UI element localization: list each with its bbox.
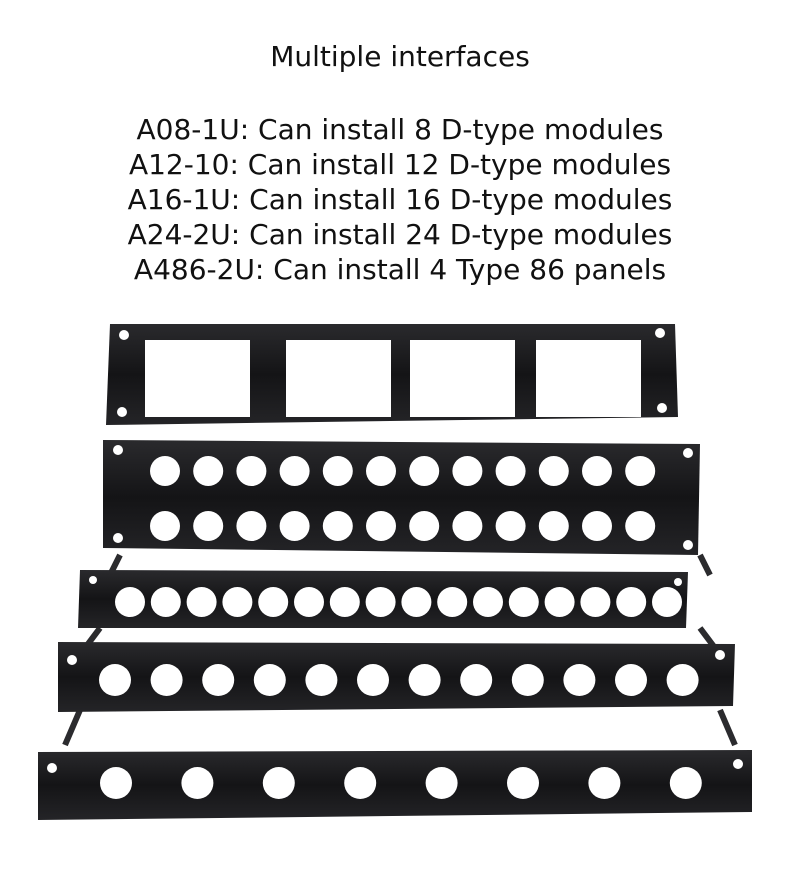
port-hole <box>580 587 611 617</box>
port-hole <box>408 664 441 696</box>
port-hole <box>258 587 289 617</box>
port-hole <box>365 587 396 617</box>
port-hole <box>588 767 621 799</box>
port-hole <box>563 664 596 696</box>
port-hole <box>615 664 647 696</box>
port-hole <box>625 456 656 486</box>
port-hole <box>150 511 180 541</box>
panel-a486-2u <box>106 324 678 425</box>
port-hole <box>222 587 253 617</box>
port-hole <box>538 456 569 486</box>
port-hole <box>507 767 539 799</box>
port-hole <box>186 587 217 617</box>
port-hole <box>115 587 145 617</box>
port-hole <box>329 587 360 617</box>
spec-line-a486: A486-2U: Can install 4 Type 86 panels <box>133 253 667 286</box>
spec-line-a12: A12-10: Can install 12 D-type modules <box>128 148 672 181</box>
port-hole <box>262 767 295 799</box>
port-hole <box>495 511 526 541</box>
a08-port-holes <box>100 767 702 799</box>
a16-port-holes <box>115 587 682 617</box>
type86-opening <box>410 340 515 417</box>
port-hole <box>625 511 656 541</box>
a12-port-holes <box>99 664 699 696</box>
port-hole <box>652 587 682 617</box>
port-hole <box>322 511 353 541</box>
port-hole <box>202 664 235 696</box>
port-hole <box>582 456 612 486</box>
port-hole <box>236 456 267 486</box>
panel-a12-1u <box>58 642 735 712</box>
port-hole <box>100 767 132 799</box>
port-hole <box>666 664 699 696</box>
port-hole <box>669 767 702 799</box>
spec-line-a24: A24-2U: Can install 24 D-type modules <box>127 218 673 251</box>
port-hole <box>409 511 440 541</box>
type86-opening <box>145 340 250 417</box>
port-hole <box>366 511 396 541</box>
port-hole <box>460 664 493 696</box>
port-hole <box>425 767 458 799</box>
panel-a08-1u <box>38 750 752 820</box>
port-hole <box>511 664 544 696</box>
port-hole <box>150 456 180 486</box>
port-hole <box>193 456 224 486</box>
port-hole <box>305 664 338 696</box>
port-hole <box>366 456 396 486</box>
port-hole <box>452 456 483 486</box>
type86-opening <box>286 340 391 417</box>
port-hole <box>409 456 440 486</box>
port-hole <box>193 511 224 541</box>
port-hole <box>437 587 468 617</box>
port-hole <box>294 587 324 617</box>
port-hole <box>582 511 612 541</box>
port-hole <box>401 587 432 617</box>
type86-opening <box>536 340 641 417</box>
a24-port-holes <box>150 456 656 541</box>
port-hole <box>538 511 569 541</box>
port-hole <box>150 664 183 696</box>
port-hole <box>279 511 310 541</box>
port-hole <box>181 767 214 799</box>
spec-line-a08: A08-1U: Can install 8 D-type modules <box>136 113 664 146</box>
port-hole <box>253 664 286 696</box>
spec-line-a16: A16-1U: Can install 16 D-type modules <box>127 183 673 216</box>
port-hole <box>236 511 267 541</box>
port-hole <box>473 587 503 617</box>
panel-a24-2u <box>103 440 700 555</box>
port-hole <box>452 511 483 541</box>
type86-openings <box>145 340 641 417</box>
port-hole <box>344 767 377 799</box>
port-hole <box>495 456 526 486</box>
port-hole <box>616 587 647 617</box>
port-hole <box>150 587 181 617</box>
port-hole <box>357 664 389 696</box>
port-hole <box>544 587 575 617</box>
port-hole <box>99 664 131 696</box>
panel-a16-1u <box>78 570 688 628</box>
port-hole <box>279 456 310 486</box>
port-hole <box>508 587 539 617</box>
page-title: Multiple interfaces <box>270 40 530 73</box>
port-hole <box>322 456 353 486</box>
